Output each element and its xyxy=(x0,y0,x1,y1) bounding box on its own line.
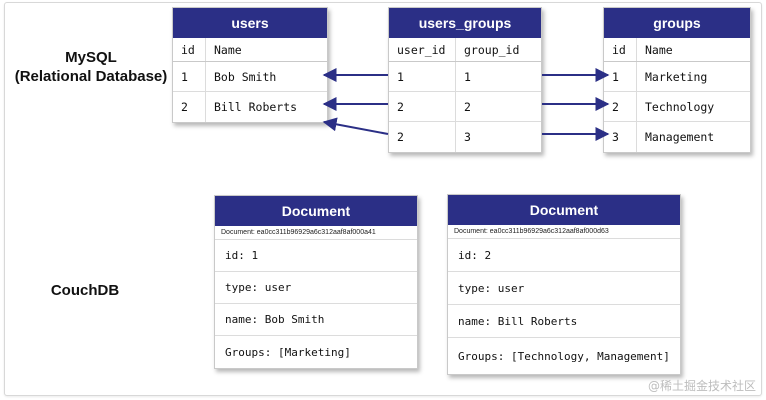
document-field-name: name: Bob Smith xyxy=(215,304,417,336)
table-row: 1 Bob Smith xyxy=(173,62,327,92)
groups-table-title: groups xyxy=(604,8,750,38)
users-groups-table-title: users_groups xyxy=(389,8,541,38)
document-field-type: type: user xyxy=(448,272,680,305)
document-id: Document: ea0cc311b96929a6c312aaf8af000a… xyxy=(215,226,417,240)
cell-id: 2 xyxy=(612,99,619,114)
cell-group-id: 3 xyxy=(455,122,541,152)
watermark: @稀土掘金技术社区 xyxy=(647,379,756,393)
users-groups-table: users_groups user_id group_id 1 1 2 2 2 … xyxy=(388,7,542,153)
document-field-name: name: Bill Roberts xyxy=(448,305,680,338)
table-row: 2 3 xyxy=(389,122,541,152)
table-row: 1 1 xyxy=(389,62,541,92)
document-title: Document xyxy=(215,196,417,226)
users-table-title: users xyxy=(173,8,327,38)
column-header-user-id: user_id xyxy=(397,42,446,57)
document-field-type: type: user xyxy=(215,272,417,304)
table-row: 2 2 xyxy=(389,92,541,122)
couchdb-document-2: Document Document: ea0cc311b96929a6c312a… xyxy=(447,194,681,375)
column-header-name: Name xyxy=(205,38,327,61)
cell-id: 2 xyxy=(181,100,188,114)
document-field-id: id: 1 xyxy=(215,240,417,272)
cell-name: Management xyxy=(636,122,750,152)
document-field-groups: Groups: [Technology, Management] xyxy=(458,349,670,363)
table-row: 2 Technology xyxy=(604,92,750,122)
users-groups-table-column-header: user_id group_id xyxy=(389,38,541,62)
mysql-label-line2: (Relational Database) xyxy=(14,68,168,85)
column-header-id: id xyxy=(612,42,626,57)
cell-user-id: 2 xyxy=(397,130,404,144)
table-row: 1 Marketing xyxy=(604,62,750,92)
groups-table-column-header: id Name xyxy=(604,38,750,62)
groups-table: groups id Name 1 Marketing 2 Technology … xyxy=(603,7,751,153)
cell-group-id: 2 xyxy=(455,92,541,121)
column-header-name: Name xyxy=(636,38,750,61)
cell-id: 3 xyxy=(612,130,619,144)
column-header-group-id: group_id xyxy=(455,38,541,61)
users-table-column-header: id Name xyxy=(173,38,327,62)
couchdb-label: CouchDB xyxy=(50,282,120,299)
cell-name: Marketing xyxy=(636,62,750,91)
table-row: 2 Bill Roberts xyxy=(173,92,327,122)
mysql-label: MySQL (Relational Database) xyxy=(6,48,176,86)
cell-name: Bill Roberts xyxy=(205,92,327,122)
couchdb-document-1: Document Document: ea0cc311b96929a6c312a… xyxy=(214,195,418,369)
table-row: 3 Management xyxy=(604,122,750,152)
document-field-groups: Groups: [Marketing] xyxy=(225,345,351,359)
cell-group-id: 1 xyxy=(455,62,541,91)
mysql-label-line1: MySQL xyxy=(65,49,117,66)
document-field-id: id: 2 xyxy=(448,239,680,272)
column-header-id: id xyxy=(181,42,195,57)
cell-id: 1 xyxy=(612,69,619,84)
cell-user-id: 2 xyxy=(397,99,404,114)
cell-user-id: 1 xyxy=(397,69,404,84)
cell-name: Bob Smith xyxy=(205,62,327,91)
cell-id: 1 xyxy=(181,69,188,84)
document-title: Document xyxy=(448,195,680,225)
users-table: users id Name 1 Bob Smith 2 Bill Roberts xyxy=(172,7,328,123)
document-id: Document: ea0cc311b96929a6c312aaf8af000d… xyxy=(448,225,680,239)
cell-name: Technology xyxy=(636,92,750,121)
